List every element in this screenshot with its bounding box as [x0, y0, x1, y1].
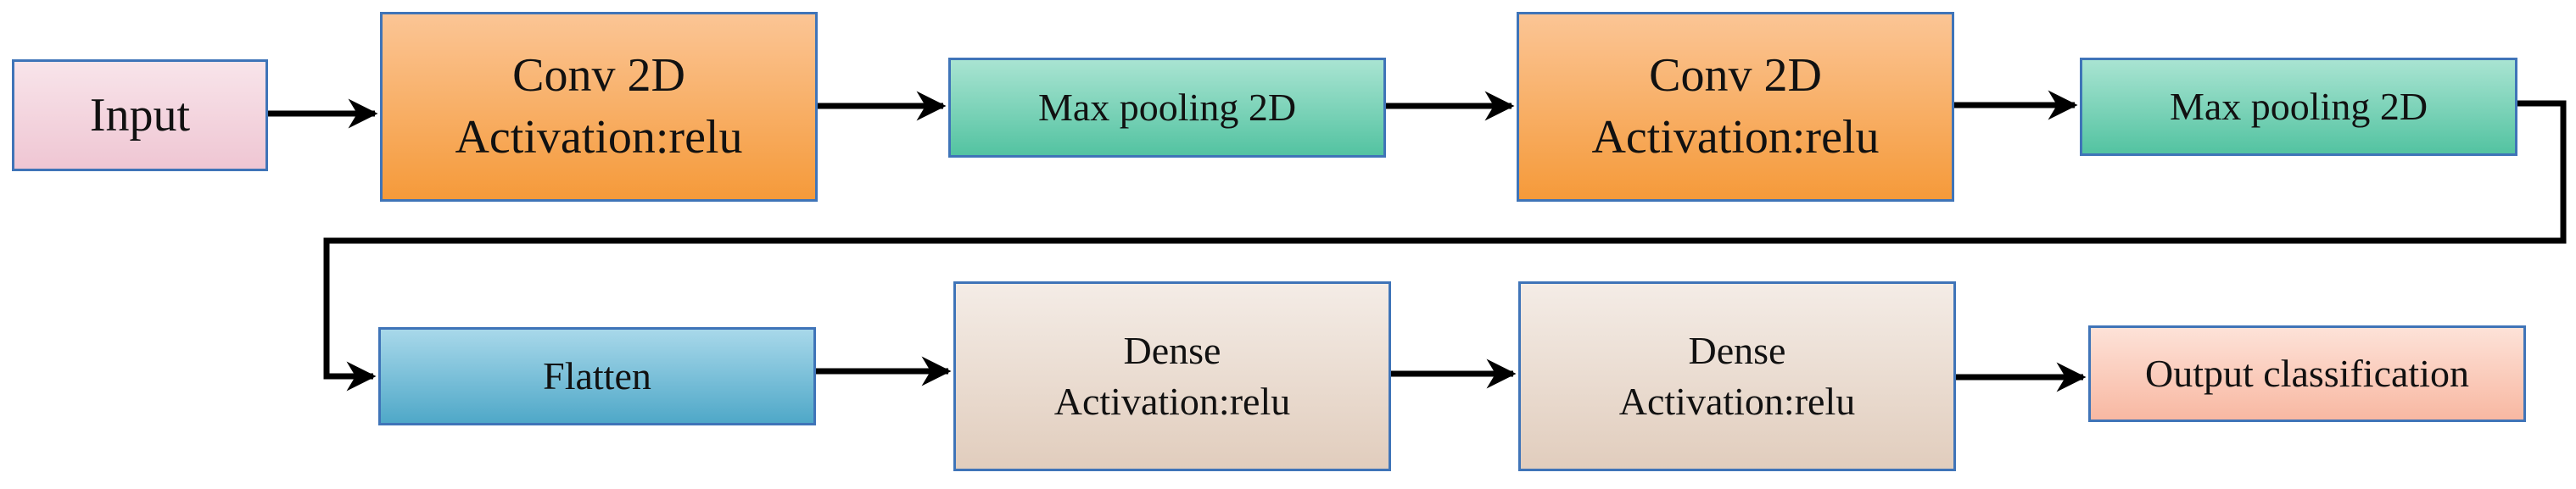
conv2d-node-1: Conv 2D Activation:relu — [380, 12, 818, 202]
conv2d-node-2: Conv 2D Activation:relu — [1517, 12, 1954, 202]
flatten-node: Flatten — [378, 327, 816, 425]
dense-node-2-title: Dense — [1688, 329, 1786, 373]
dense-node-2-activation: Activation:relu — [1618, 380, 1856, 423]
arrow-pool2-to-flatten — [323, 100, 2567, 392]
conv2d-node-2-activation: Activation:relu — [1591, 111, 1880, 164]
maxpool-node-2-label: Max pooling 2D — [2169, 85, 2428, 129]
maxpool-node-1-label: Max pooling 2D — [1037, 86, 1297, 130]
conv2d-node-1-title: Conv 2D — [512, 49, 685, 103]
output-classification-node: Output classification — [2088, 325, 2526, 422]
dense-node-2: Dense Activation:relu — [1518, 281, 1956, 471]
input-node: Input — [12, 59, 268, 171]
dense-node-1-activation: Activation:relu — [1053, 380, 1291, 423]
maxpool-node-2: Max pooling 2D — [2080, 58, 2517, 156]
dense-node-1-title: Dense — [1123, 329, 1221, 373]
conv2d-node-1-activation: Activation:relu — [455, 111, 743, 164]
maxpool-node-1: Max pooling 2D — [948, 58, 1386, 158]
flatten-node-label: Flatten — [543, 354, 651, 398]
conv2d-node-2-title: Conv 2D — [1649, 49, 1822, 103]
input-node-label: Input — [89, 88, 191, 142]
dense-node-1: Dense Activation:relu — [953, 281, 1391, 471]
output-classification-label: Output classification — [2145, 352, 2469, 396]
